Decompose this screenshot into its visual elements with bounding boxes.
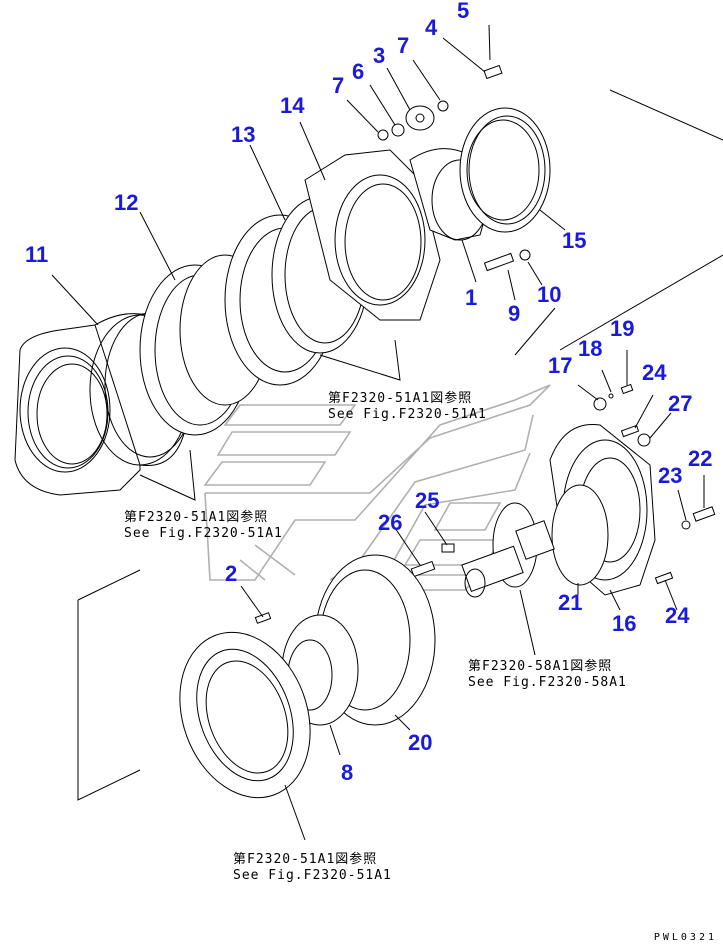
drawing-code: PWL0321 (653, 932, 717, 943)
callout-1: 1 (465, 285, 478, 310)
hardware-top (377, 64, 531, 272)
callout-21: 21 (558, 590, 583, 615)
part-bottom-disc (179, 631, 311, 799)
reference-jp: 第F2320-51A1図参照 (124, 510, 269, 525)
reference-jp: 第F2320-51A1図参照 (328, 391, 473, 406)
leader-lines (51, 24, 705, 841)
callout-23: 23 (658, 463, 683, 488)
frame-lines (77, 89, 723, 801)
callout-11: 11 (25, 242, 49, 267)
callout-22: 22 (688, 446, 713, 471)
callout-5: 5 (457, 0, 470, 23)
callout-14: 14 (280, 93, 305, 118)
callout-27: 27 (668, 391, 693, 416)
callout-17: 17 (548, 353, 573, 378)
reference-en: See Fig.F2320-51A1 (124, 526, 283, 541)
part-15-gear-ring (459, 107, 551, 233)
watermark-logo (203, 384, 551, 591)
callout-7-right: 7 (397, 33, 410, 58)
reference-note-bottom: 第F2320-51A1図参照 See Fig.F2320-51A1 (233, 852, 392, 884)
callout-20: 20 (408, 730, 433, 755)
callout-15: 15 (562, 228, 587, 253)
reference-jp: 第F2320-58A1図参照 (468, 659, 613, 674)
callout-24-bottom: 24 (665, 603, 690, 628)
part-output-shaft (461, 502, 555, 598)
reference-note-shaft: 第F2320-58A1図参照 See Fig.F2320-58A1 (468, 659, 627, 691)
callout-13: 13 (231, 122, 256, 147)
callout-4: 4 (425, 15, 438, 40)
callout-2: 2 (225, 561, 238, 586)
callout-24-top: 24 (642, 360, 667, 385)
callout-26: 26 (378, 510, 403, 535)
callout-8: 8 (341, 760, 354, 785)
reference-en: See Fig.F2320-51A1 (328, 407, 487, 422)
callout-7-left: 7 (332, 73, 345, 98)
callout-6: 6 (352, 59, 365, 84)
callout-16: 16 (612, 611, 637, 636)
hardware-25-26 (410, 543, 455, 578)
reference-en: See Fig.F2320-58A1 (468, 675, 627, 690)
part-2-pin (254, 612, 272, 624)
reference-en: See Fig.F2320-51A1 (233, 868, 392, 883)
callout-3: 3 (373, 43, 386, 68)
part-14-housing (304, 149, 441, 321)
reference-note-left: 第F2320-51A1図参照 See Fig.F2320-51A1 (124, 510, 283, 542)
callout-25: 25 (415, 488, 440, 513)
reference-note-top: 第F2320-51A1図参照 See Fig.F2320-51A1 (328, 391, 487, 423)
callout-18: 18 (578, 336, 603, 361)
callout-10: 10 (537, 282, 562, 307)
callout-19: 19 (610, 316, 635, 341)
reference-jp: 第F2320-51A1図参照 (233, 852, 378, 867)
part-21-seal-ring (551, 484, 609, 586)
callout-12: 12 (114, 190, 139, 215)
callout-9: 9 (508, 301, 521, 326)
